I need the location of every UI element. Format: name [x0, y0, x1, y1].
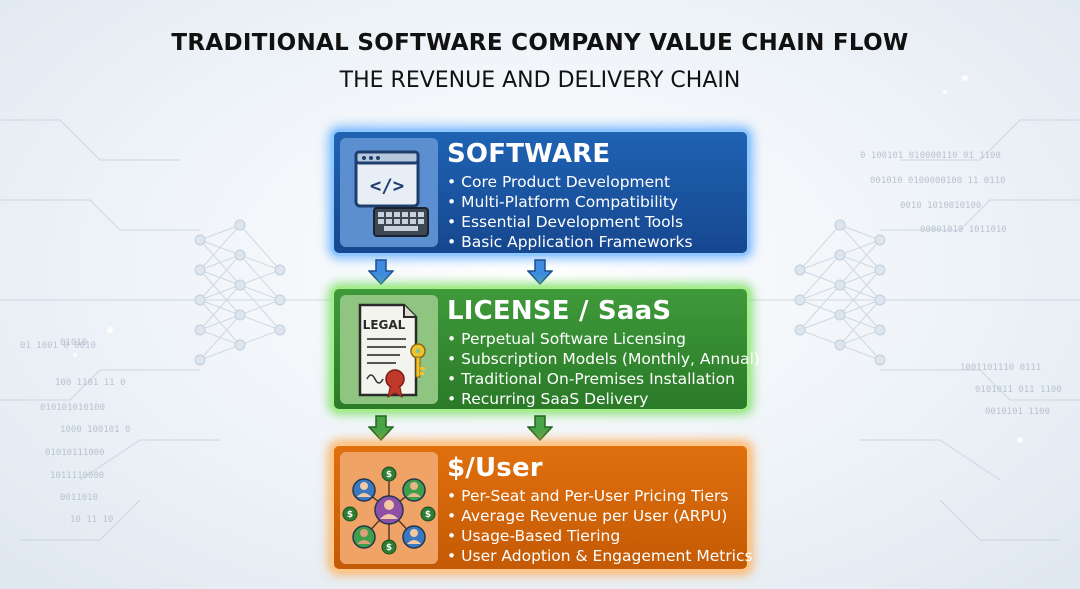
legal-label: LEGAL: [363, 318, 406, 332]
down-arrow-icon: [368, 415, 394, 441]
stage-heading: $/User: [447, 453, 543, 483]
background-text: 0101011 011 1100: [975, 385, 1062, 395]
diagram-title: TRADITIONAL SOFTWARE COMPANY VALUE CHAIN…: [171, 30, 909, 56]
stage-software: </> SOFTWARE Core Product Development Mu…: [331, 129, 750, 256]
list-item: Subscription Models (Monthly, Annual): [447, 349, 760, 369]
down-arrow-icon: [527, 415, 553, 441]
dollar-symbol: $: [386, 543, 392, 553]
dollar-symbol: $: [386, 470, 392, 480]
stage-dollar-per-user: $ $ $ $ $/User Per-Seat and Per-User Pri…: [331, 443, 753, 572]
stage-heading: LICENSE / SaaS: [447, 296, 672, 326]
list-item: Traditional On-Premises Installation: [447, 369, 760, 389]
down-arrow-icon: [527, 259, 553, 285]
code-window-keyboard-icon: </>: [340, 138, 438, 247]
diagram-subtitle: THE REVENUE AND DELIVERY CHAIN: [339, 68, 741, 93]
background-text: 010101010100: [40, 403, 105, 413]
dollar-symbol: $: [347, 510, 353, 520]
background-text: 00001010 1011010: [920, 225, 1007, 235]
background-text: 0010101 1100: [985, 407, 1050, 417]
list-item: Per-Seat and Per-User Pricing Tiers: [447, 486, 753, 506]
background-text: 1001101110 0111: [960, 363, 1041, 373]
list-item: Average Revenue per User (ARPU): [447, 506, 753, 526]
background-text: 0 100101 010000110 01 1100: [860, 151, 1001, 161]
stage-heading: SOFTWARE: [447, 139, 611, 169]
background-text: 0010 1010010100: [900, 201, 981, 211]
stage-bullet-list: Core Product Development Multi-Platform …: [447, 172, 693, 252]
background-text: 001010 0100000100 11 0110: [870, 176, 1005, 186]
dollar-symbol: $: [425, 510, 431, 520]
stage-license-saas: LEGAL LICENSE / SaaS Perpetual Software …: [331, 286, 760, 412]
stage-bullet-list: Perpetual Software Licensing Subscriptio…: [447, 329, 760, 409]
users-network-icon: $ $ $ $: [340, 452, 438, 564]
legal-document-key-icon: LEGAL: [340, 295, 438, 404]
list-item: Perpetual Software Licensing: [447, 329, 760, 349]
background-text: 10 11 10: [70, 515, 113, 525]
down-arrow-icon: [368, 259, 394, 285]
stage-bullet-list: Per-Seat and Per-User Pricing Tiers Aver…: [447, 486, 753, 566]
background-text: 1000 100101 0: [60, 425, 130, 435]
background-text: 01 1001 0 0010: [20, 341, 96, 351]
list-item: Recurring SaaS Delivery: [447, 389, 760, 409]
background-text: 0011010: [60, 493, 98, 503]
list-item: Usage-Based Tiering: [447, 526, 753, 546]
background-text: 1011110000: [50, 471, 104, 481]
list-item: Multi-Platform Compatibility: [447, 192, 693, 212]
list-item: Core Product Development: [447, 172, 693, 192]
list-item: Basic Application Frameworks: [447, 232, 692, 252]
background-text: 01010: [60, 338, 87, 348]
list-item: User Adoption & Engagement Metrics: [447, 546, 752, 566]
background-text: 01010111000: [45, 448, 105, 458]
background-text: 100 1101 11 0: [55, 378, 125, 388]
svg-text:</>: </>: [370, 175, 404, 197]
list-item: Essential Development Tools: [447, 212, 693, 232]
